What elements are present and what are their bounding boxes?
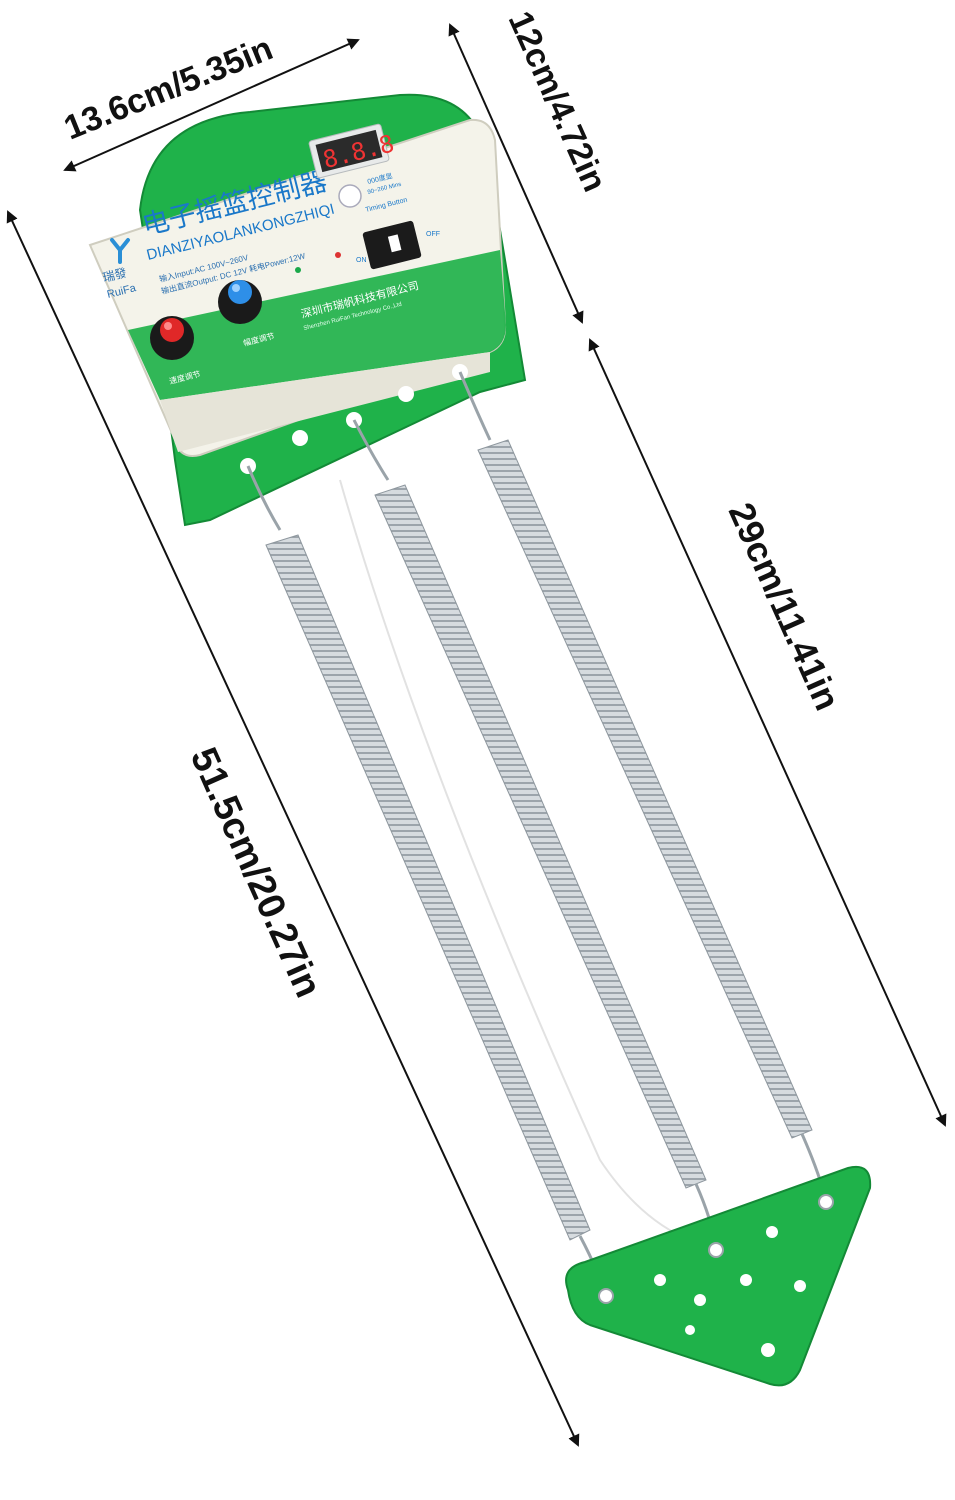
- speed-knob[interactable]: [150, 316, 194, 360]
- plate-hole: [740, 1274, 752, 1286]
- spring-hook-top: [246, 465, 282, 531]
- dim-arrow-top-width: [63, 38, 360, 172]
- led-display: [315, 129, 383, 173]
- indicator-led-right: [335, 252, 341, 258]
- plate-hole: [598, 1288, 614, 1304]
- housing-bottom: [160, 352, 490, 452]
- dim-arrow-total-length: [6, 210, 580, 1447]
- brand-logo: [110, 238, 130, 264]
- spring-left: [265, 534, 591, 1241]
- switch-on-label: ON: [356, 257, 367, 264]
- plate-hole: [794, 1280, 806, 1292]
- spring-hook-top: [352, 419, 390, 481]
- power-switch-rocker: [387, 234, 402, 253]
- timing-button[interactable]: [338, 184, 362, 208]
- dim-label-spring-length: 29cm/11.41in: [721, 497, 849, 717]
- controller-unit: 瑞發 RuiFa 电子摇篮控制器 DIANZIYAOLANKONGZHIQI 输…: [88, 93, 527, 527]
- bottom-triangle-plate: [565, 1166, 872, 1387]
- dim-label-total-length: 51.5cm/20.27in: [182, 742, 330, 1004]
- plate-hole: [761, 1343, 775, 1357]
- spring-middle: [374, 484, 707, 1189]
- spring-right: [477, 439, 813, 1139]
- plate-hole: [398, 386, 414, 402]
- indicator-led-left: [295, 267, 301, 273]
- plate-hole: [654, 1274, 666, 1286]
- dim-arrow-spring-length: [588, 338, 947, 1127]
- plate-hole: [766, 1226, 778, 1238]
- amplitude-knob[interactable]: [218, 280, 262, 324]
- brand-cn: 瑞發: [101, 265, 128, 285]
- sensor-cable: [339, 479, 691, 1241]
- plate-hole: [694, 1294, 706, 1306]
- plate-hole: [292, 430, 308, 446]
- plate-hole: [818, 1194, 834, 1210]
- springs: [246, 371, 828, 1297]
- plate-hole: [685, 1325, 695, 1335]
- switch-off-label: OFF: [426, 231, 440, 238]
- plate-hole: [708, 1242, 724, 1258]
- faceplate-green-strip: [128, 250, 506, 400]
- spring-hook-top: [458, 371, 492, 441]
- dim-label-box-height: 12cm/4.72in: [501, 6, 614, 198]
